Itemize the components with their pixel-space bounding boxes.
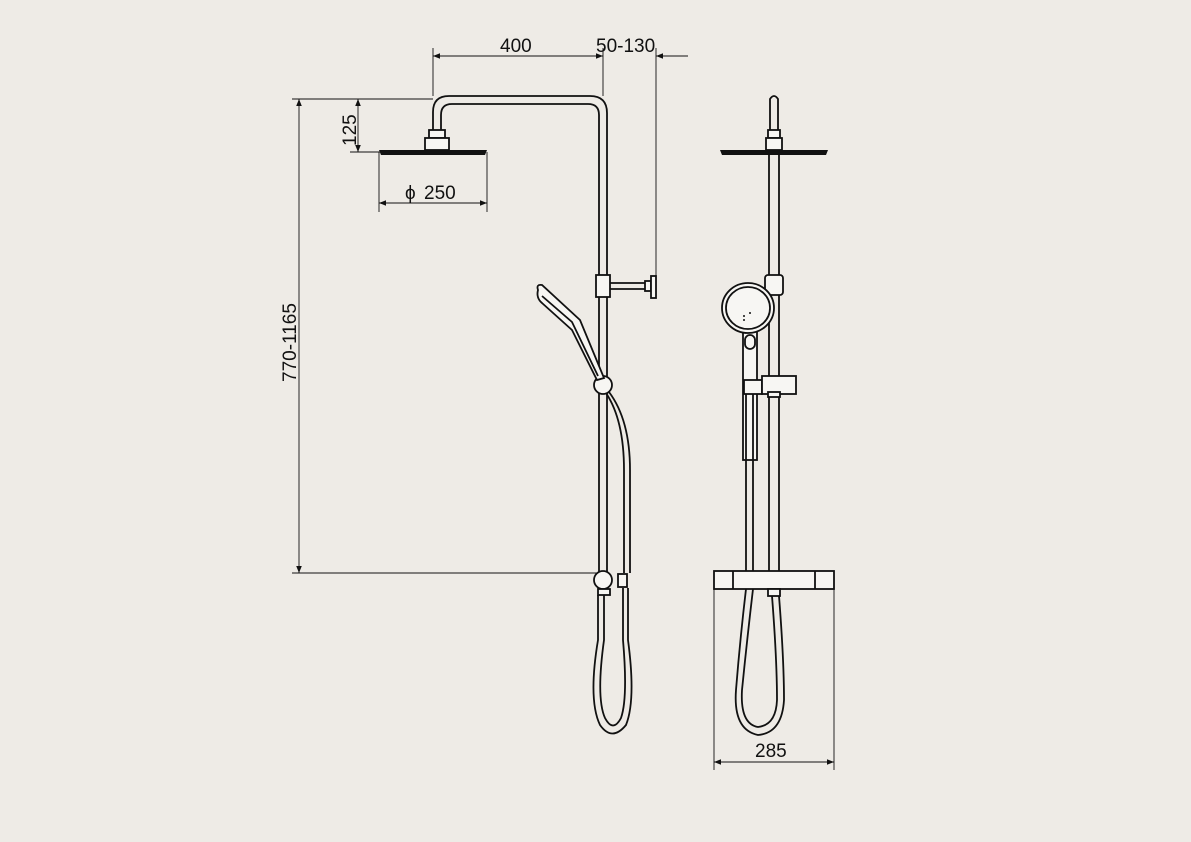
head-connector bbox=[428, 129, 446, 139]
dim-head-diameter: 250 bbox=[424, 183, 456, 204]
thermostat-mixer bbox=[713, 570, 835, 590]
hand-shower-face bbox=[721, 282, 775, 334]
overhead-shower-head bbox=[379, 150, 487, 155]
dim-head-height: 125 bbox=[340, 114, 361, 146]
wall-bracket-upper bbox=[595, 274, 611, 298]
dim-arm-length: 400 bbox=[500, 36, 532, 57]
hand-shower bbox=[536, 283, 606, 382]
shower-arm bbox=[432, 95, 608, 275]
side-view-dimensions: 400 50-130 125 ϕ 250 770-1165 bbox=[280, 36, 688, 574]
dim-height-range: 770-1165 bbox=[280, 303, 301, 382]
front-view-dimensions: 285 bbox=[713, 589, 835, 770]
hose-loop bbox=[592, 588, 633, 735]
front-view bbox=[713, 95, 835, 736]
side-view bbox=[379, 95, 657, 735]
dim-wall-offset: 50-130 bbox=[596, 36, 655, 57]
overhead-shower-head-front bbox=[720, 150, 828, 155]
lower-connector bbox=[593, 570, 613, 590]
dim-diameter-symbol: ϕ bbox=[405, 183, 416, 204]
dim-width: 285 bbox=[755, 741, 787, 762]
